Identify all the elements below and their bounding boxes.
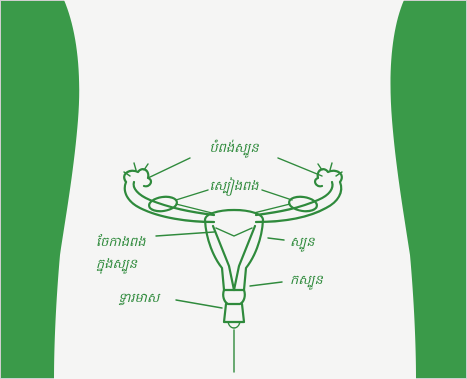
- label-vagina: ទ្វារមាស: [118, 291, 161, 306]
- label-left-lower: ក្នុងស្បូន: [96, 257, 139, 274]
- label-ovary: ស្បៀងពង: [209, 177, 259, 196]
- label-uterus: ស្បូន: [290, 235, 316, 252]
- label-cervix: កស្បូន: [290, 273, 325, 290]
- label-left-upper: ចែកាងពង: [96, 233, 146, 250]
- label-fallopian-tube: បំពង់ស្បូន: [209, 139, 260, 158]
